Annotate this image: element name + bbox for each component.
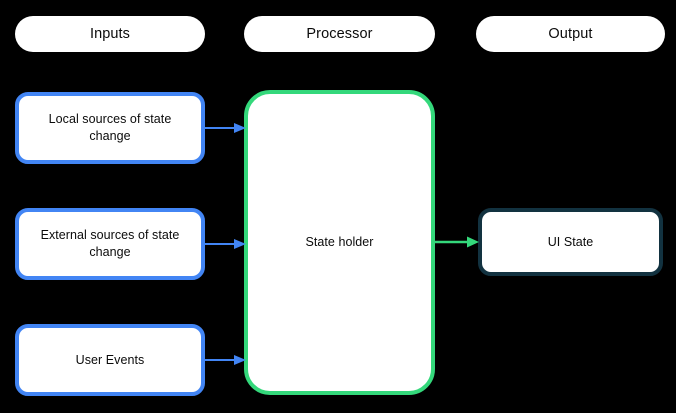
- arrow-user-events-to-state-holder: [205, 353, 247, 367]
- arrow-state-holder-to-ui-state: [434, 235, 480, 249]
- column-header-inputs: Inputs: [15, 16, 205, 52]
- node-local-sources-label: Local sources of state change: [48, 112, 172, 143]
- column-header-inputs-label: Inputs: [89, 25, 131, 42]
- node-external-sources-of-state-change: External sources of state change: [15, 208, 205, 280]
- node-state-holder: State holder: [244, 90, 435, 395]
- column-header-output-label: Output: [548, 25, 593, 42]
- arrow-external-sources-to-state-holder: [205, 237, 247, 251]
- column-header-processor: Processor: [244, 16, 435, 52]
- arrow-local-sources-to-state-holder: [205, 121, 247, 135]
- node-ui-state: UI State: [478, 208, 663, 276]
- node-user-events: User Events: [15, 324, 205, 396]
- column-header-processor-label: Processor: [306, 25, 373, 42]
- node-local-sources-of-state-change: Local sources of state change: [15, 92, 205, 164]
- node-ui-state-label: UI State: [547, 234, 594, 249]
- node-state-holder-label: State holder: [305, 235, 374, 250]
- node-user-events-label: User Events: [75, 352, 145, 367]
- node-external-sources-label: External sources of state change: [40, 228, 180, 259]
- column-header-output: Output: [476, 16, 665, 52]
